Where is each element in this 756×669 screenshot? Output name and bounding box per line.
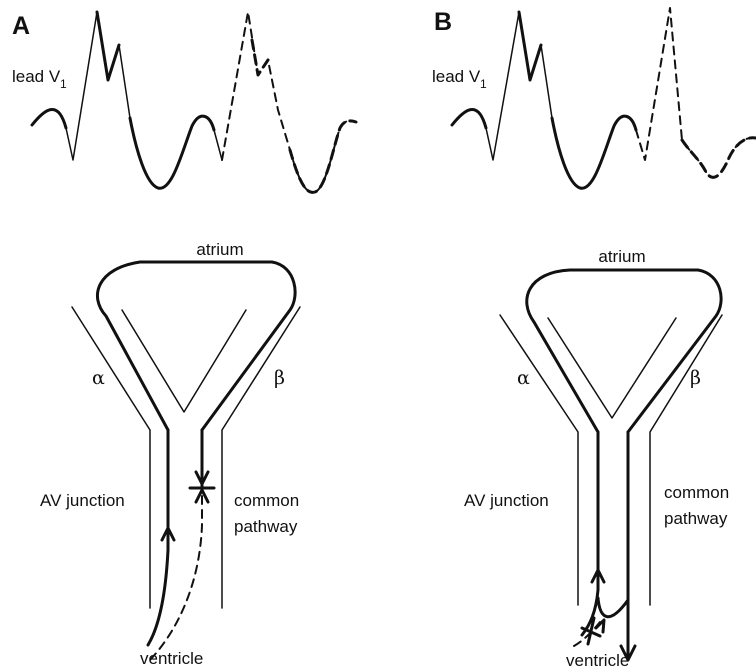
panel-b-ecg-solid-beat (452, 12, 636, 188)
panel-a-lead-label: lead V (12, 67, 61, 86)
panel-a-outer-wall-left (72, 307, 150, 608)
panel-b-ecg-dashed-beat (636, 8, 756, 177)
panel-b-outer-wall-left (500, 315, 578, 605)
panel-a-letter: A (12, 12, 30, 40)
panel-a-av-junction-label: AV junction (40, 491, 125, 510)
panel-b: B lead V 1 atrium α β AV junction common… (432, 8, 756, 669)
panel-b-ecg-dashed-thick (682, 138, 756, 178)
panel-a-outer-wall-right (222, 307, 300, 608)
panel-a-beta-dashed-pathway (150, 496, 202, 660)
panel-a-ventricle-label: ventricle (140, 649, 203, 668)
panel-a: A lead V 1 atrium α β AV junction common… (12, 12, 356, 668)
panel-b-common-label: common (664, 483, 729, 502)
panel-b-outer-wall-right (650, 315, 722, 605)
panel-a-atrial-loop (97, 262, 295, 430)
panel-a-common-label: common (234, 491, 299, 510)
panel-a-lead-subscript: 1 (60, 77, 67, 91)
panel-b-alpha-pathway (582, 432, 598, 635)
panel-b-beta-label: β (690, 367, 701, 389)
panel-b-inner-v-wall (548, 318, 676, 418)
panel-b-alpha-label: α (517, 367, 530, 389)
panel-a-alpha-pathway (148, 430, 168, 645)
panel-b-av-junction-label: AV junction (464, 491, 549, 510)
panel-a-ecg-dashed-beat (222, 12, 356, 192)
panel-b-pathway-label: pathway (664, 509, 728, 528)
panel-b-ventricle-label: ventricle (566, 651, 629, 669)
panel-a-ecg-solid-thick (32, 12, 214, 188)
panel-b-lead-subscript: 1 (480, 77, 487, 91)
panel-b-letter: B (434, 8, 452, 36)
panel-b-reentry-curve (598, 598, 628, 617)
panel-b-atrial-loop (527, 270, 721, 432)
panel-b-ecg-solid-thick (452, 12, 636, 188)
panel-b-atrium-label: atrium (598, 247, 645, 266)
panel-a-alpha-label: α (92, 367, 105, 389)
panel-b-lead-label: lead V (432, 67, 481, 86)
panel-a-pathway-label: pathway (234, 517, 298, 536)
panel-a-beta-label: β (274, 367, 285, 389)
panel-a-ecg-solid-beat (32, 12, 222, 188)
panel-a-ecg-dashed-thick (252, 40, 356, 192)
panel-a-atrium-label: atrium (196, 240, 243, 259)
